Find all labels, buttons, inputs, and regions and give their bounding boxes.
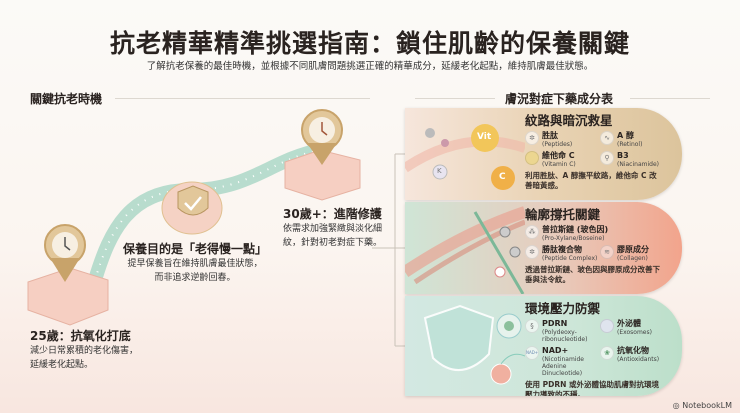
ingredient-vitamin-c: 維他命 C(Vitamin C) (525, 151, 600, 168)
milestone-30: 30歲+：進階修護 依需求加強緊緻與淡化細 紋，針對初老對症下藥。 (283, 207, 383, 248)
molecule-icon: ⁂ (525, 225, 539, 239)
ingredient-peptides: ✲胜肽(Peptides) (525, 131, 600, 148)
card-title: 輪廓撐托關鍵 (525, 207, 601, 222)
notebooklm-logo: ◎ NotebookLM (672, 401, 732, 410)
molecule-icon: ∿ (600, 131, 614, 145)
vitamin-label: Vit (477, 132, 492, 142)
divider (115, 98, 370, 99)
card-description: 透過普拉斯鏈、玻色因與膠原成分改善下垂與法令紋。 (525, 265, 660, 284)
ingredient-pro-xylane: ⁂普拉斯鏈 (玻色因)(Pro-Xylane/Boseine) (525, 225, 675, 242)
collagen-icon: ≋ (600, 245, 614, 259)
clock-icon (44, 224, 86, 282)
ingredient-card-contour: 輪廓撐托關鍵 ⁂普拉斯鏈 (玻色因)(Pro-Xylane/Boseine) ✲… (405, 202, 682, 294)
page-title: 抗老精華精準挑選指南：鎖住肌齡的保養關鍵 (109, 29, 630, 58)
milestone-goal: 保養目的是「老得慢一點」 提早保養旨在維持肌膚最佳狀態， 而非追求逆齡回春。 (122, 242, 267, 283)
capsule-icon (525, 151, 539, 165)
ingredient-pdrn: §PDRN(Polydeoxy-ribonucleotide) (525, 319, 600, 343)
ingredient-peptide-complex: ✲勝肽複合物(Peptide Complex) (525, 245, 600, 262)
card-title: 紋路與暗沉救星 (525, 113, 613, 128)
page-subtitle: 了解抗老保養的最佳時機，並根據不同肌膚問題挑選正確的精華成分，延緩老化起點，維持… (146, 61, 594, 72)
ingredient-collagen: ≋膠原成分(Collagen) (600, 245, 675, 262)
card-title: 環境壓力防禦 (525, 301, 601, 316)
clock-icon (301, 109, 343, 165)
card-description: 使用 PDRN 或外泌體協助肌膚對抗環境壓力導致的不穩。 (525, 380, 659, 396)
ingredient-card-wrinkles: Vit C K 紋路與暗沉救星 ✲胜肽(Peptides) ∿A 醇(Retin… (405, 108, 682, 200)
molecule-icon: ✲ (525, 131, 539, 145)
section-heading-ingredients: 膚況對症下藥成分表 (505, 92, 614, 106)
exosome-icon (600, 319, 614, 333)
milestone-25: 25歲：抗氧化打底 減少日常累積的老化傷害， 延緩老化起點。 (30, 329, 139, 370)
nad-badge-icon: NAD+ (525, 346, 539, 360)
antioxidant-icon: ❀ (600, 346, 614, 360)
collagen-fiber-illustration (405, 206, 525, 294)
shield-cell-illustration (423, 304, 525, 385)
molecule-icon: ✲ (525, 245, 539, 259)
vitamin-k-label: K (437, 167, 442, 175)
ingredient-nad: NAD+NAD+(Nicotinamide Adenine Dinucleoti… (525, 346, 584, 377)
molecule-icon: ⚲ (600, 151, 614, 165)
ingredient-card-protection: 環境壓力防禦 §PDRN(Polydeoxy-ribonucleotide) 外… (405, 296, 682, 396)
ingredient-exosomes: 外泌體(Exosomes) (600, 319, 675, 343)
ingredient-retinol: ∿A 醇(Retinol) (600, 131, 675, 148)
ingredient-niacinamide: ⚲B3(Niacinamide) (600, 151, 675, 168)
section-heading-timing: 關鍵抗老時機 (30, 92, 103, 106)
card-description: 利用胜肽、A 醇撫平紋路，維他命 C 改善暗黃感。 (525, 171, 657, 190)
vitamin-illustration (405, 124, 525, 190)
shield-check-icon (177, 185, 209, 216)
dna-icon: § (525, 319, 539, 333)
vitamin-c-label: C (499, 172, 506, 182)
divider (415, 98, 495, 99)
divider (630, 98, 710, 99)
ingredient-antioxidants: ❀抗氧化物(Antioxidants) (600, 346, 675, 377)
